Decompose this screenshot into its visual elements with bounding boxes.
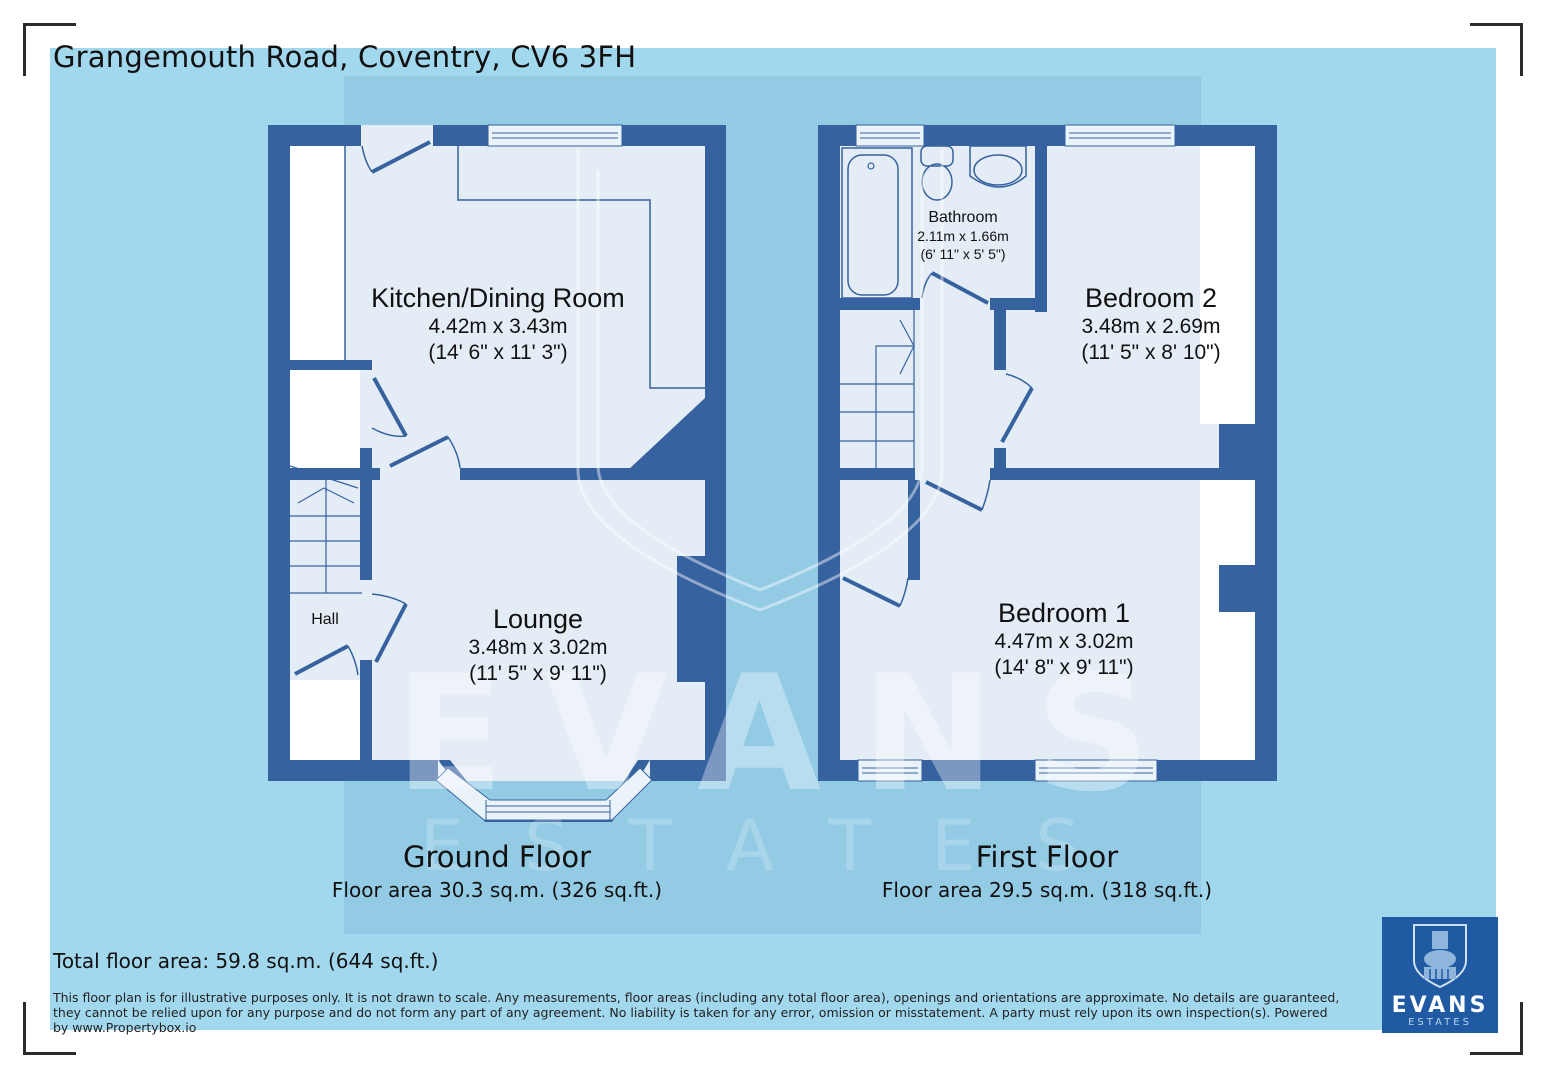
room-bedroom-2: Bedroom 2 3.48m x 2.69m (11' 5" x 8' 10"… <box>1081 283 1221 364</box>
first-floor-label: First Floor Floor area 29.5 sq.m. (318 s… <box>881 840 1213 902</box>
crop-mark-top-left <box>23 23 76 76</box>
property-address-title: Grangemouth Road, Coventry, CV6 3FH <box>53 40 637 74</box>
evans-estates-logo: EVANS ESTATES <box>1382 917 1498 1033</box>
ground-floor-plan <box>268 124 726 822</box>
ground-floor-label: Ground Floor Floor area 30.3 sq.m. (326 … <box>331 840 663 902</box>
crop-mark-bottom-left <box>23 1002 76 1055</box>
first-floor-plan <box>818 124 1277 782</box>
watermark-crest-icon <box>576 150 944 612</box>
room-bedroom-1: Bedroom 1 4.47m x 3.02m (14' 8" x 9' 11"… <box>994 598 1134 679</box>
logo-sub-text: ESTATES <box>1408 1017 1472 1028</box>
room-hall: Hall <box>311 611 339 628</box>
crop-mark-top-right <box>1470 23 1523 76</box>
room-bathroom: Bathroom 2.11m x 1.66m (6' 11" x 5' 5") <box>917 209 1009 262</box>
room-kitchen-dining: Kitchen/Dining Room 4.42m x 3.43m (14' 6… <box>371 283 625 364</box>
total-floor-area: Total floor area: 59.8 sq.m. (644 sq.ft.… <box>53 949 439 973</box>
crop-mark-bottom-right <box>1470 1002 1523 1055</box>
watermark-brand: EVANS <box>395 640 1191 827</box>
logo-brand-text: EVANS <box>1391 993 1489 1018</box>
disclaimer-text: This floor plan is for illustrative purp… <box>53 990 1340 1035</box>
watermark-sub: ESTATES <box>420 805 1140 887</box>
room-lounge: Lounge 3.48m x 3.02m (11' 5" x 9' 11") <box>468 604 608 685</box>
elephant-castle-crest-icon <box>1413 924 1467 989</box>
